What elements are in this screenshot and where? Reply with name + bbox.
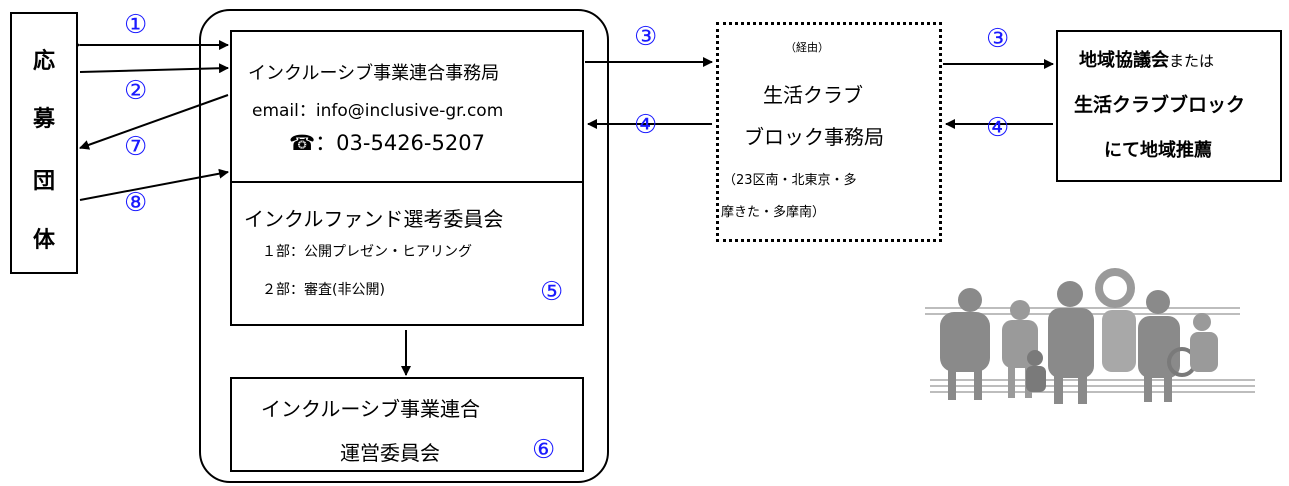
bureau-area-1: （23区南・北東京・多 (723, 173, 857, 188)
office-phone-line: ☎：03-5426-5207 (289, 127, 485, 157)
steering-line2: 運営委員会 (340, 441, 440, 465)
bureau-area-2: 摩きた・多摩南） (721, 205, 826, 220)
applicant-char-2: 募 (33, 107, 56, 132)
applicant-box: 応 募 団 体 (10, 12, 78, 274)
step-3-number-right: ③ (986, 24, 1010, 54)
steering-committee-box: インクルーシブ事業連合 運営委員会 ⑥ (230, 377, 584, 472)
office-box: インクルーシブ事業連合事務局 email：info@inclusive-gr.c… (230, 30, 584, 192)
step-1-number: ① (124, 10, 148, 40)
steering-line1: インクルーシブ事業連合 (261, 397, 480, 421)
bureau-title-1: 生活クラブ (763, 83, 863, 107)
committee-line2: ２部：審査(非公開) (262, 282, 385, 298)
step-4-number-right: ④ (986, 113, 1010, 143)
committee-title: インクルファンド選考委員会 (244, 207, 504, 231)
phone-icon: ☎ (289, 131, 316, 155)
office-title: インクルーシブ事業連合事務局 (248, 63, 500, 84)
step-8-number: ⑧ (124, 188, 148, 218)
regional-council-box: 地域協議会または 生活クラブブロック にて地域推薦 (1056, 30, 1282, 182)
bureau-title-2: ブロック事務局 (744, 125, 884, 149)
applicant-char-1: 応 (33, 49, 56, 74)
office-email: email：info@inclusive-gr.com (252, 101, 504, 121)
office-phone: ：03-5426-5207 (315, 131, 485, 155)
people-group-illustration (910, 262, 1270, 432)
applicant-char-3: 団 (33, 169, 56, 194)
regional-or-label: または (1169, 52, 1215, 70)
regional-line-2: 生活クラブブロック (1074, 94, 1246, 116)
regional-line-1: 地域協議会または (1079, 46, 1214, 72)
step-2-number: ② (124, 76, 148, 106)
applicant-char-4: 体 (33, 228, 56, 253)
bureau-via: （経由） (785, 41, 829, 54)
selection-committee-box: インクルファンド選考委員会 １部：公開プレゼン・ヒアリング ２部：審査(非公開)… (230, 181, 584, 326)
arrow-step2 (79, 63, 229, 74)
arrow-step8 (79, 168, 229, 201)
step-5-number: ⑤ (540, 277, 564, 307)
regional-line-3: にて地域推薦 (1104, 140, 1212, 161)
step-7-number: ⑦ (124, 132, 148, 162)
secretariat-container (199, 9, 609, 483)
committee-line1: １部：公開プレゼン・ヒアリング (262, 244, 472, 260)
step-6-number: ⑥ (532, 435, 556, 465)
step-3-number-left: ③ (634, 22, 658, 52)
regional-council-label: 地域協議会 (1079, 50, 1169, 71)
step-4-number-left: ④ (634, 110, 658, 140)
block-bureau-box: （経由） 生活クラブ ブロック事務局 （23区南・北東京・多 摩きた・多摩南） (716, 22, 942, 242)
arrow-step7 (79, 94, 229, 150)
